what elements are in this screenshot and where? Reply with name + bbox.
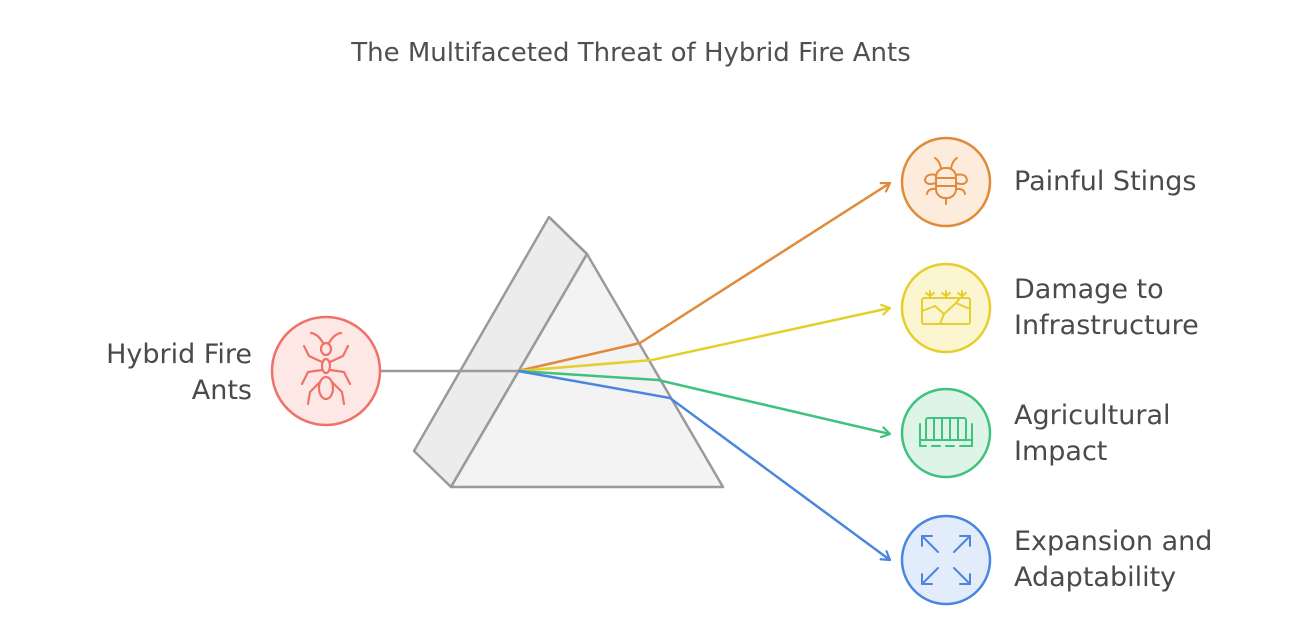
outcome-label-agricultural-impact: Agricultural Impact [1014, 398, 1294, 470]
source-label-line1: Hybrid Fire [106, 339, 252, 370]
outcome-node-expansion-adaptability [900, 514, 992, 606]
outcome-node-agricultural-impact [900, 387, 992, 479]
expand-arrows-icon [921, 535, 971, 585]
outcome-label-line1: Agricultural [1014, 400, 1171, 431]
beam-painful-stings [517, 183, 890, 373]
beam-damage-infrastructure [517, 308, 890, 373]
beam-expansion-adaptability [517, 369, 890, 560]
ant-icon [300, 331, 352, 406]
page-title: The Multifaceted Threat of Hybrid Fire A… [351, 38, 911, 68]
outcome-label-damage-infrastructure: Damage to Infrastructure [1014, 272, 1294, 344]
outcome-label-line1: Painful Stings [1014, 166, 1197, 197]
source-label: Hybrid Fire Ants [40, 337, 252, 409]
outcome-label-expansion-adaptability: Expansion and Adaptability [1014, 524, 1294, 596]
outcome-node-painful-stings [900, 136, 992, 228]
cracked-ground-icon [921, 290, 971, 325]
outcome-node-damage-infrastructure [900, 262, 992, 354]
outcome-label-line2: Infrastructure [1014, 310, 1199, 341]
outcome-label-line2: Impact [1014, 436, 1108, 467]
prism [412, 215, 725, 489]
source-label-line2: Ants [191, 375, 252, 406]
outcome-label-line1: Expansion and [1014, 526, 1213, 557]
beam-agricultural-impact [517, 369, 890, 434]
outcome-label-painful-stings: Painful Stings [1014, 164, 1294, 200]
outcome-label-line1: Damage to [1014, 274, 1164, 305]
bug-icon [924, 157, 968, 205]
source-node [270, 315, 382, 427]
outcome-label-line2: Adaptability [1014, 562, 1177, 593]
farm-fence-icon [919, 417, 973, 447]
